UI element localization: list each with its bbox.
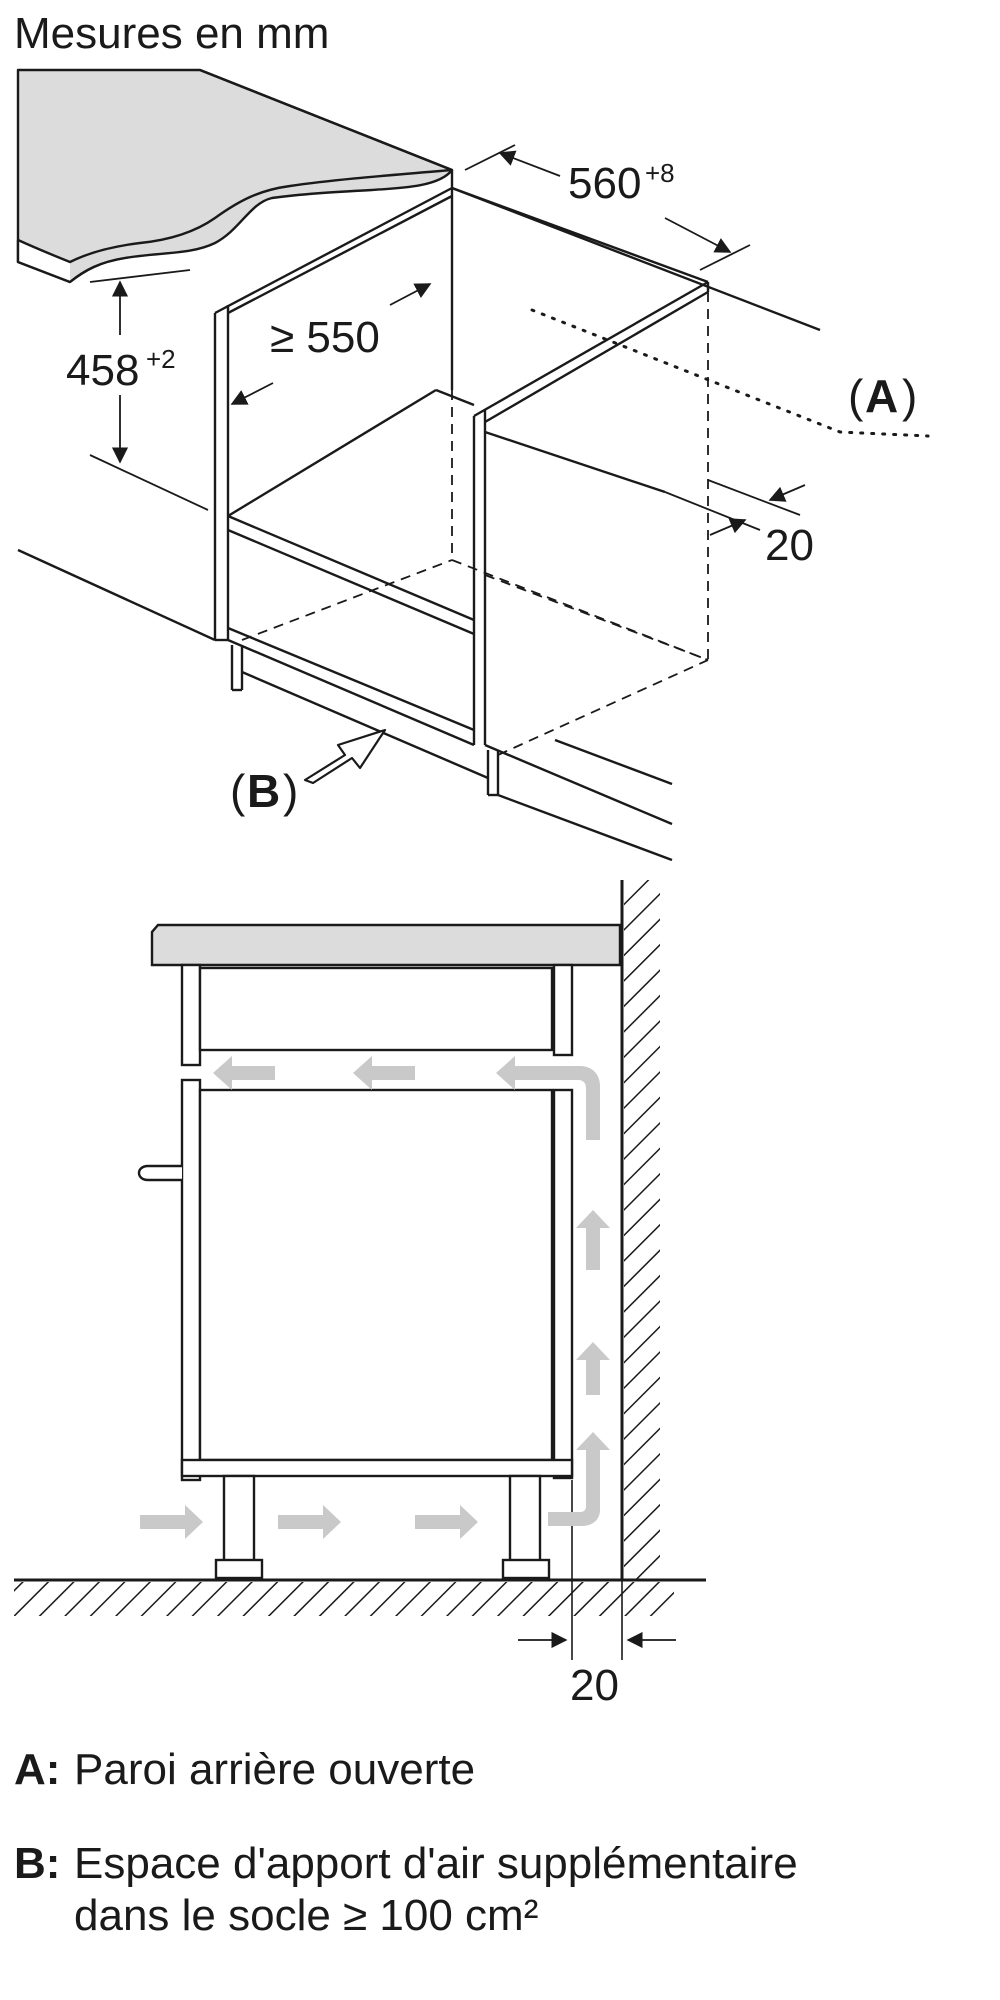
callout-a: ( A ) (848, 370, 917, 422)
isometric-view (16, 68, 930, 862)
wall-gap-value: 20 (570, 1661, 619, 1710)
callout-b: ( B ) (230, 765, 298, 817)
dimension-height-label: 458 +2 (66, 344, 176, 395)
dimension-depth (230, 283, 432, 405)
width-tolerance: +8 (645, 158, 675, 188)
legend-b-text: Espace d'apport d'air supplémentaire dan… (74, 1838, 974, 1942)
dimension-width (464, 144, 751, 271)
legend-b-line-2: dans le socle ≥ 100 cm² (74, 1891, 539, 1940)
dimension-rear-gap (664, 479, 806, 536)
section-view (14, 880, 706, 1660)
depth-value: ≥ 550 (270, 313, 380, 362)
legend-b-line-1: Espace d'apport d'air supplémentaire (74, 1839, 798, 1888)
legend-b: B: Espace d'apport d'air supplémentaire … (14, 1838, 974, 1948)
rear-gap-value: 20 (765, 521, 814, 570)
airflow-arrow-icon (140, 1505, 203, 1539)
airflow-arrow-icon (213, 1056, 275, 1090)
height-value: 458 (66, 346, 139, 395)
airflow-arrow-icon (576, 1210, 610, 1270)
worktop-section (150, 923, 622, 967)
legend-b-key: B: (14, 1839, 61, 1888)
legend-a: A: Paroi arrière ouverte (14, 1744, 974, 1804)
svg-text:(: ( (848, 370, 864, 422)
airflow-arrows (140, 1056, 610, 1539)
callout-a-letter: A (865, 370, 898, 422)
svg-text:(: ( (230, 765, 246, 817)
airflow-arrow-icon (548, 1432, 610, 1526)
airflow-arrow-icon (353, 1056, 415, 1090)
hidden-edges (241, 292, 709, 756)
airflow-arrow-icon (278, 1505, 341, 1539)
airflow-arrow-icon (576, 1342, 610, 1395)
legend-a-key: A: (14, 1745, 61, 1794)
hatch-wall-icon (624, 880, 660, 1580)
callout-b-letter: B (247, 765, 280, 817)
legend-a-text: Paroi arrière ouverte (74, 1744, 974, 1796)
height-tolerance: +2 (146, 344, 176, 374)
width-value: 560 (568, 159, 641, 208)
worktop (16, 68, 821, 332)
pointer-arrow-icon (303, 728, 387, 785)
open-back-indicator (530, 308, 930, 438)
svg-text:): ) (283, 765, 298, 817)
dimension-height (89, 269, 209, 511)
airflow-arrow-icon (496, 1056, 600, 1140)
airflow-arrow-icon (415, 1505, 478, 1539)
dimension-width-label: 560 +8 (568, 158, 675, 208)
page-title: Mesures en mm (14, 9, 329, 58)
cabinet-niche (17, 186, 710, 862)
svg-text:): ) (902, 370, 917, 422)
hatch-floor-icon (14, 1582, 674, 1616)
legend-a-line-1: Paroi arrière ouverte (74, 1745, 476, 1794)
